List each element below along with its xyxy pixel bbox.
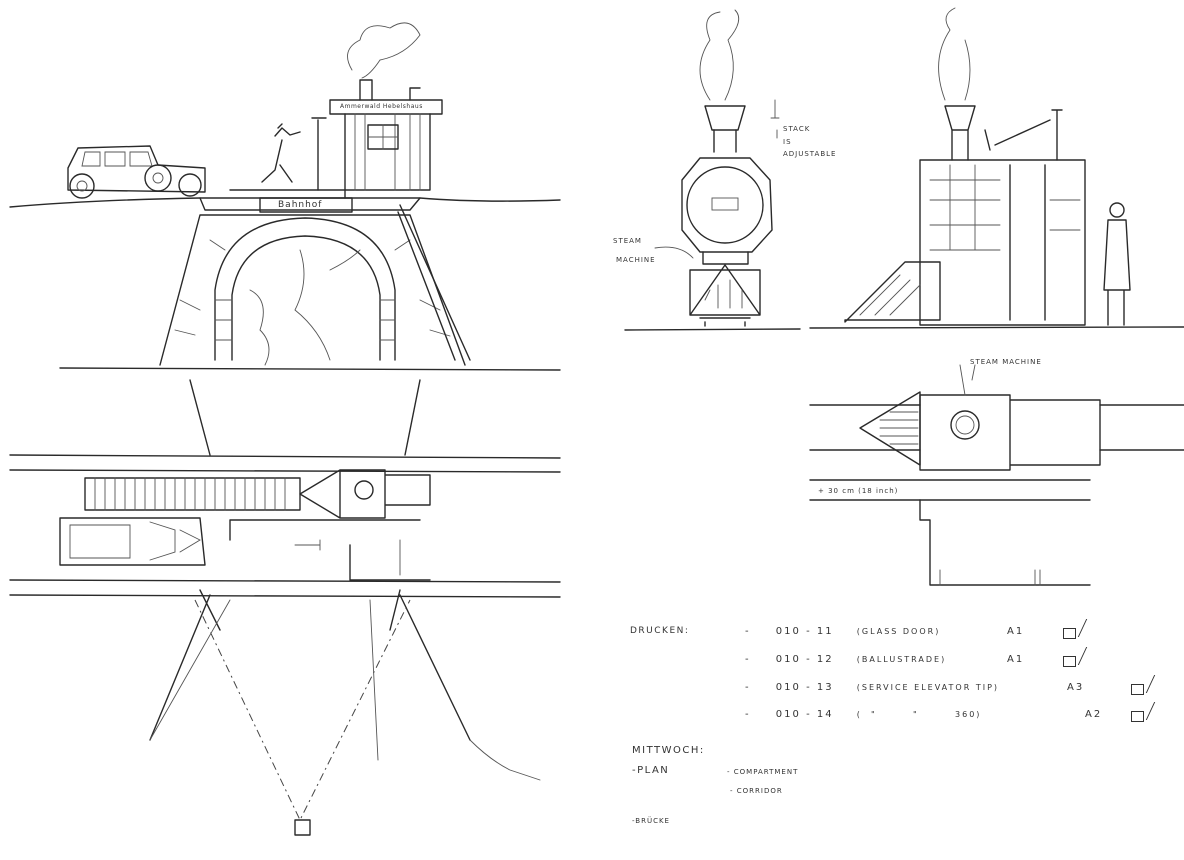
item-code: 010 - 11 [775,626,834,637]
drucken-heading: DRUCKEN: [630,626,690,636]
checked-checkbox[interactable] [1063,628,1076,639]
item-dash: - [745,626,751,637]
item-description: (GLASS DOOR) [856,627,941,636]
item-dash: - [745,654,751,665]
bridge-plan [9,379,561,836]
stack-note-line-2: IS [783,138,792,146]
steam-label-line-2: MACHINE [616,256,656,264]
print-item: - 010 - 11 (GLASS DOOR) A1 [745,626,1076,639]
checked-checkbox[interactable] [1131,711,1144,722]
checked-checkbox[interactable] [1131,684,1144,695]
vintage-car-side [67,145,206,199]
item-description: ( " " 360) [856,710,982,719]
plan-item-compartment: - COMPARTMENT [727,768,799,776]
item-code: 010 - 12 [775,654,834,665]
dimension-note: + 30 cm (18 inch) [818,487,899,495]
item-code: 010 - 14 [775,709,834,720]
item-code: 010 - 13 [775,682,834,693]
plan-item-corridor: - CORRIDOR [730,787,783,795]
checked-checkbox[interactable] [1063,656,1076,667]
item-size: A1 [1007,654,1025,665]
print-item: - 010 - 13 (SERVICE ELEVATOR TIP) A3 [745,682,1144,695]
steam-label-line-1: STEAM [613,237,642,245]
item-size: A1 [1007,626,1025,637]
item-dash: - [745,709,751,720]
item-dash: - [745,682,751,693]
plan-label: -PLAN [632,765,670,776]
print-item: - 010 - 12 (BALLUSTRADE) A1 [745,654,1076,667]
mittwoch-heading: MITTWOCH: [632,745,705,756]
hut-sign: Ammerwald Hebelshaus [340,103,423,110]
item-description: (SERVICE ELEVATOR TIP) [856,683,1000,692]
item-size: A2 [1085,709,1103,720]
locomotive-top-view [809,364,1184,586]
item-description: (BALLUSTRADE) [856,655,947,664]
stack-note-line-1: STACK [783,125,811,133]
locomotive-front-view [624,9,801,331]
signal-hut [229,22,443,199]
bridge-elevation [9,197,561,371]
stack-note-line-3: ADJUSTABLE [783,150,837,158]
item-size: A3 [1067,682,1085,693]
locomotive-side-view [809,7,1184,329]
top-view-steam-label: STEAM MACHINE [970,358,1042,366]
station-sign: Bahnhof [278,200,323,210]
print-item: - 010 - 14 ( " " 360) A2 [745,709,1144,722]
bruecke-label: -BRÜCKE [632,817,670,825]
